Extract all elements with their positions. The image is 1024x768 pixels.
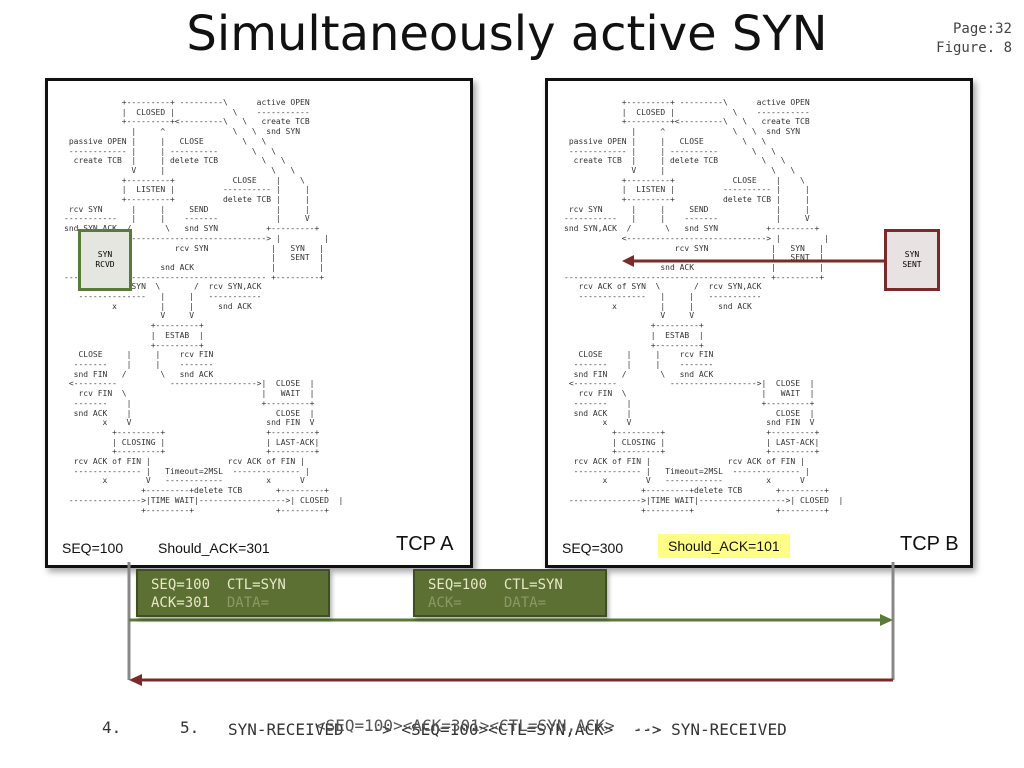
page-info: Page:32 Figure. 8 <box>936 20 1012 58</box>
syn-sent-label: SYN SENT <box>902 250 922 269</box>
red-arrow-head <box>129 674 142 686</box>
tcp-a-label: TCP A <box>396 533 454 555</box>
segment-1-ack: ACK=301 <box>151 595 227 611</box>
segment-box-1: SEQ=100 CTL=SYN ACK=301 DATA= <box>136 569 330 617</box>
segment-box-2: SEQ=100 CTL=SYN ACK= DATA= <box>413 569 607 617</box>
tcp-b-seq: SEQ=300 <box>562 540 624 556</box>
syn-rcvd-label: SYN RCVD <box>95 250 115 269</box>
page-number: Page:32 <box>952 21 1012 37</box>
step-4-overlay-text: <SEQ=100><ACK=301><CTL=SYN,ACK> ... <box>316 716 663 735</box>
tcp-state-diagram-a: +---------+ ---------\ active OPEN | CLO… <box>64 98 344 515</box>
green-arrow-head <box>880 614 893 626</box>
tcp-state-diagram-b: +---------+ ---------\ active OPEN | CLO… <box>564 98 844 515</box>
syn-rcvd-state-box: SYN RCVD <box>78 229 132 291</box>
tcp-b-label: TCP B <box>900 533 959 555</box>
segment-2-ack: ACK= <box>428 595 504 611</box>
segment-2-data: DATA= <box>503 595 547 611</box>
page-title: Simultaneously active SYN <box>186 6 828 62</box>
tcp-a-should-ack: Should_ACK=301 <box>158 540 270 556</box>
step-4-number: 4. <box>102 718 122 737</box>
tcp-a-seq: SEQ=100 <box>62 540 124 556</box>
syn-sent-state-box: SYN SENT <box>884 229 940 291</box>
tcp-b-panel: +---------+ ---------\ active OPEN | CLO… <box>545 78 973 568</box>
tcp-b-should-ack: Should_ACK=101 <box>658 534 790 558</box>
tcp-a-panel: +---------+ ---------\ active OPEN | CLO… <box>45 78 473 568</box>
segment-2-line1: SEQ=100 CTL=SYN <box>428 577 563 593</box>
step-5-text: SYN-RECEIVED --> <SEQ=100><CTL=SYN,ACK> … <box>228 720 787 739</box>
step-5-number: 5. <box>180 718 200 737</box>
figure-number: Figure. 8 <box>936 40 1012 56</box>
segment-1-line1: SEQ=100 CTL=SYN <box>151 577 286 593</box>
syn-sent-to-syn-rcvd-arrow <box>622 255 884 267</box>
segment-1-data: DATA= <box>226 595 270 611</box>
